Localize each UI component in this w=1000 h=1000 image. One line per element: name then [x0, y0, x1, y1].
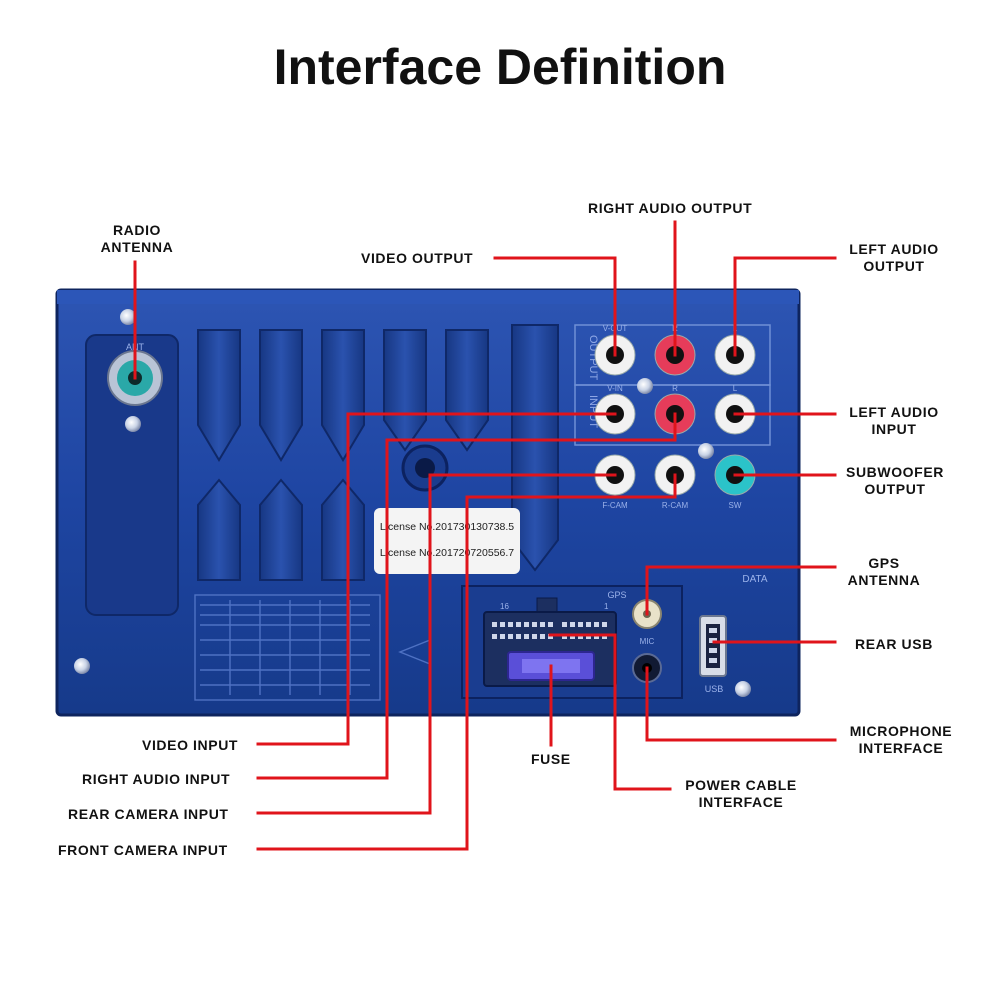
label-radio-antenna: RADIO ANTENNA: [92, 222, 182, 256]
leader-microphone: [645, 666, 837, 742]
usb-port: [699, 615, 727, 677]
label-line: SUBWOOFER: [846, 464, 944, 480]
leader-video-output: [493, 256, 617, 357]
label-line: POWER CABLE: [685, 777, 797, 793]
screw-icon: [120, 309, 136, 325]
label-video-output: VIDEO OUTPUT: [361, 250, 474, 266]
output-text: OUTPUT: [587, 335, 599, 381]
label-line: ANTENNA: [100, 239, 174, 255]
leader-lines: [133, 220, 837, 851]
label-power-cable-interface: POWER CABLE INTERFACE: [676, 777, 806, 811]
label-line: RADIO: [112, 222, 162, 238]
antenna-bracket: [85, 334, 179, 616]
wiring-silkscreen: [194, 594, 431, 701]
label-line: LEFT AUDIO: [849, 241, 939, 257]
gps-text: GPS: [607, 590, 626, 600]
label-right-audio-output: RIGHT AUDIO OUTPUT: [588, 200, 753, 216]
sw-text: SW: [729, 501, 742, 510]
screw-icon: [74, 658, 90, 674]
page-title: Interface Definition: [273, 39, 727, 95]
pin-1-text: 1: [604, 602, 609, 611]
usb-text: USB: [705, 684, 724, 694]
label-front-camera-input: FRONT CAMERA INPUT: [58, 842, 228, 858]
label-line: OUTPUT: [864, 481, 926, 497]
label-line: INPUT: [871, 421, 917, 437]
label-line: INTERFACE: [698, 794, 784, 810]
r-in-text: R: [672, 384, 678, 393]
leader-right-audio-input: [256, 412, 677, 780]
leader-gps-antenna: [645, 565, 837, 616]
l-in-text: L: [733, 384, 738, 393]
pin-16-text: 16: [500, 602, 509, 611]
label-line: MICROPHONE: [849, 723, 953, 739]
leader-rear-camera-input: [256, 473, 617, 815]
label-line: GPS: [868, 555, 900, 571]
screw-icon: [735, 681, 751, 697]
leader-front-camera-input: [256, 473, 677, 851]
label-left-audio-output: LEFT AUDIO OUTPUT: [838, 241, 950, 275]
screw-icon: [637, 378, 653, 394]
f-cam-text: F-CAM: [602, 501, 628, 510]
power-connector-latch: [536, 597, 558, 613]
label-line: LEFT AUDIO: [849, 404, 939, 420]
chassis-top-edge: [57, 290, 799, 304]
label-line: INTERFACE: [858, 740, 944, 756]
screw-icon: [125, 416, 141, 432]
data-text: DATA: [742, 574, 768, 585]
sticker-line-1: License No.201730130738.5: [380, 521, 514, 533]
r-cam-text: R-CAM: [662, 501, 689, 510]
leader-video-input: [256, 412, 617, 746]
label-microphone-interface: MICROPHONE INTERFACE: [838, 723, 964, 757]
label-fuse: FUSE: [531, 751, 571, 767]
label-rear-camera-input: REAR CAMERA INPUT: [68, 806, 229, 822]
label-rear-usb: REAR USB: [855, 636, 933, 652]
label-left-audio-input: LEFT AUDIO INPUT: [838, 404, 950, 438]
label-line: OUTPUT: [863, 258, 925, 274]
label-line: ANTENNA: [847, 572, 921, 588]
label-subwoofer-output: SUBWOOFER OUTPUT: [836, 464, 954, 498]
v-in-text: V-IN: [607, 384, 623, 393]
leader-left-audio-output: [733, 256, 837, 357]
heat-fins: [197, 324, 559, 581]
leader-power-cable: [548, 633, 672, 791]
license-sticker: [374, 508, 520, 574]
mic-text: MIC: [640, 637, 655, 646]
label-right-audio-input: RIGHT AUDIO INPUT: [82, 771, 231, 787]
sticker-line-2: License No.201720720556.7: [380, 547, 514, 559]
label-gps-antenna: GPS ANTENNA: [836, 555, 932, 589]
label-video-input: VIDEO INPUT: [142, 737, 239, 753]
screw-icon: [698, 443, 714, 459]
